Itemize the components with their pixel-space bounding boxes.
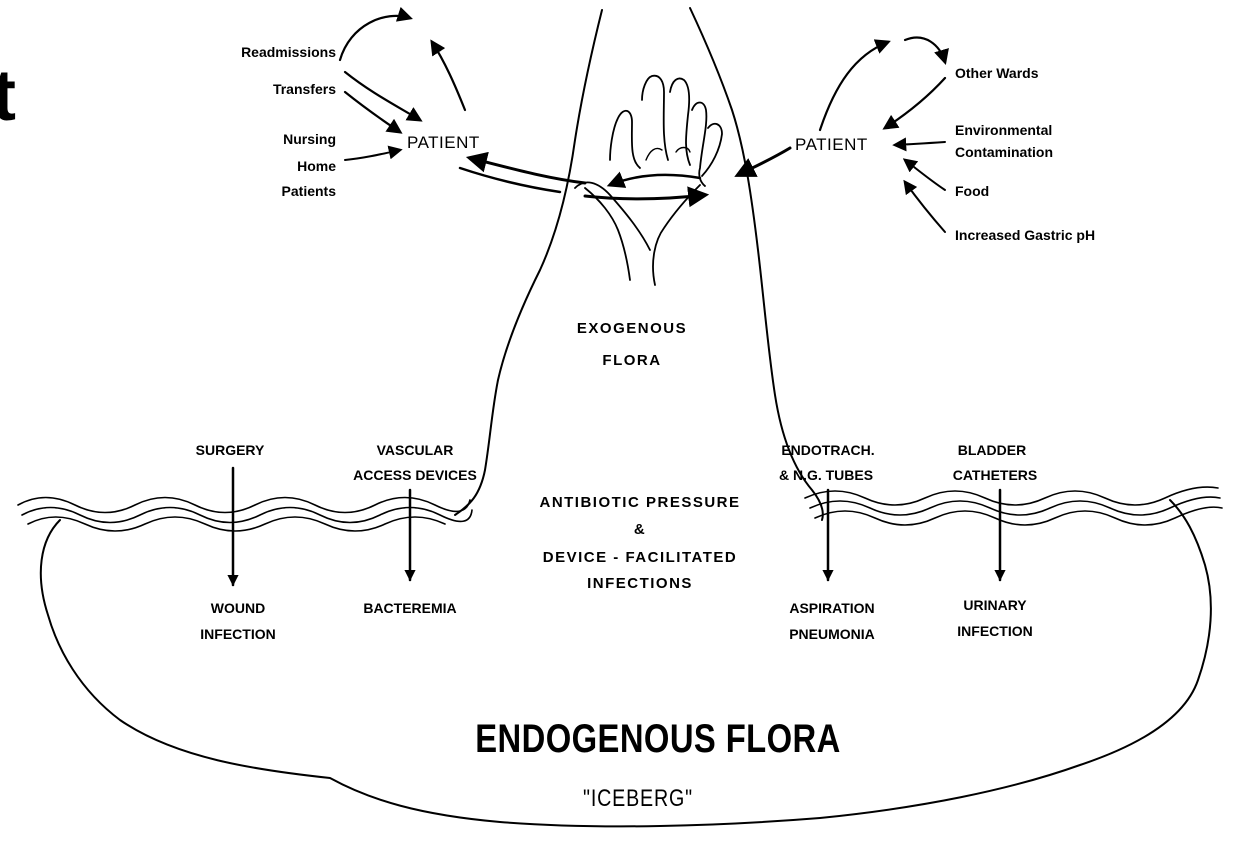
svg-text:DEVICE - FACILITATED: DEVICE - FACILITATED [543,549,737,566]
route-endotracheal: ENDOTRACH. & N.G. TUBES ASPIRATION PNEUM… [779,442,875,642]
cropped-edge-glyph: t [0,56,16,136]
device-label: ENDOTRACH. [781,442,874,458]
svg-text:&: & [634,521,646,538]
outcome-label: ASPIRATION [789,600,874,616]
device-label: VASCULAR [377,442,454,458]
outcome-label: PNEUMONIA [789,626,875,642]
left-patient-label: PATIENT [407,133,480,152]
svg-text:ANTIBIOTIC PRESSURE: ANTIBIOTIC PRESSURE [539,494,740,511]
endogenous-flora-label: ENDOGENOUS FLORA [475,716,840,761]
right-patient-cluster: PATIENT Other Wards Environmental Contam… [795,65,1095,243]
device-label: CATHETERS [953,467,1038,483]
device-label: BLADDER [958,442,1026,458]
waterline-left [18,498,472,532]
source-other-wards: Other Wards [955,65,1039,81]
center-pressure-label: ANTIBIOTIC PRESSURE & DEVICE - FACILITAT… [539,494,740,592]
exogenous-flora-label: EXOGENOUS FLORA [577,320,687,369]
source-food: Food [955,183,989,199]
hand-drawing [575,76,722,285]
route-bladder-catheters: BLADDER CATHETERS URINARY INFECTION [953,442,1038,639]
svg-text:EXOGENOUS: EXOGENOUS [577,320,687,337]
source-nursing: Nursing [283,131,336,147]
outcome-label: INFECTION [957,623,1032,639]
source-contamination: Contamination [955,144,1053,160]
outcome-label: INFECTION [200,626,275,642]
outcome-label: BACTEREMIA [363,600,456,616]
svg-text:INFECTIONS: INFECTIONS [587,575,693,592]
svg-text:FLORA: FLORA [602,352,661,369]
device-label: & N.G. TUBES [779,467,873,483]
source-readmissions: Readmissions [241,44,336,60]
device-label: ACCESS DEVICES [353,467,477,483]
source-home: Home [297,158,336,174]
source-gastric-ph: Increased Gastric pH [955,227,1095,243]
iceberg-sublabel: "ICEBERG" [583,784,693,811]
outcome-label: WOUND [211,600,265,616]
source-environmental: Environmental [955,122,1052,138]
right-patient-label: PATIENT [795,135,868,154]
source-transfers: Transfers [273,81,336,97]
device-label: SURGERY [196,442,265,458]
iceberg-peak-outline [455,10,602,515]
left-patient-cluster: Readmissions Transfers Nursing Home Pati… [241,44,480,199]
hand-transfer-arrows [460,148,790,199]
waterline-right [805,487,1222,525]
route-surgery: SURGERY WOUND INFECTION [196,442,276,642]
outcome-label: URINARY [963,597,1027,613]
source-patients: Patients [282,183,337,199]
